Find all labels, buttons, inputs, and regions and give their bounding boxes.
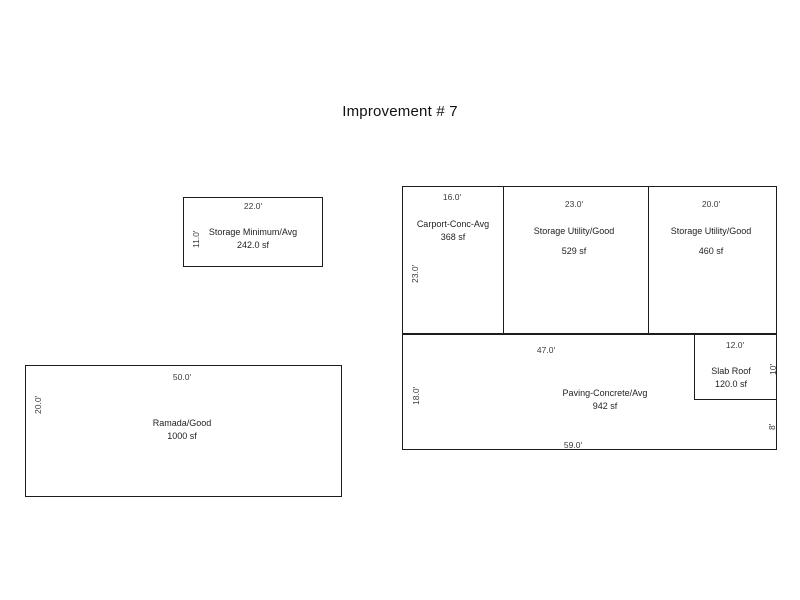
storage529-area: 529 sf — [561, 246, 587, 256]
carport-label-block: Carport-Conc-Avg 368 sf — [417, 218, 489, 244]
paving-area: 942 sf — [592, 401, 618, 411]
storage-minimum-avg-area: 242.0 sf — [236, 240, 270, 250]
divider-carport-storage529 — [503, 186, 505, 334]
ramada-area: 1000 sf — [167, 431, 197, 441]
storage529-label-block: Storage Utility/Good 529 sf — [534, 225, 615, 258]
slab-roof-right-dimension: 10' — [768, 363, 778, 375]
page-title: Improvement # 7 — [342, 103, 458, 120]
storage460-top-dimension: 20.0' — [701, 199, 721, 209]
storage529-top-dimension: 23.0' — [564, 199, 584, 209]
carport-left-dimension: 23.0' — [410, 264, 420, 283]
storage460-area: 460 sf — [698, 246, 724, 256]
paving-top-dimension: 47.0' — [536, 345, 556, 355]
storage-minimum-avg-name: Storage Minimum/Avg — [208, 227, 298, 237]
paving-right-dimension: 8' — [767, 423, 777, 430]
slab-roof-label-block: Slab Roof 120.0 sf — [711, 365, 751, 391]
storage529-name: Storage Utility/Good — [533, 226, 615, 236]
paving-left-dimension: 18.0' — [411, 386, 421, 405]
storage-minimum-avg-left-dimension: 11.0' — [191, 230, 201, 248]
slab-roof-top-dimension: 12.0' — [725, 340, 745, 350]
carport-area: 368 sf — [440, 232, 466, 242]
storage-minimum-avg-label-block: Storage Minimum/Avg 242.0 sf — [209, 226, 297, 252]
ramada-left-dimension: 20.0' — [33, 395, 43, 414]
ramada-label-block: Ramada/Good 1000 sf — [153, 417, 212, 443]
carport-name: Carport-Conc-Avg — [416, 219, 490, 229]
carport-top-dimension: 16.0' — [442, 192, 462, 202]
paving-name: Paving-Concrete/Avg — [562, 388, 648, 398]
ramada-name: Ramada/Good — [152, 418, 212, 428]
upper-band-outline — [402, 186, 777, 334]
storage460-label-block: Storage Utility/Good 460 sf — [671, 225, 752, 258]
slab-roof-area: 120.0 sf — [714, 379, 748, 389]
paving-label-block: Paving-Concrete/Avg 942 sf — [563, 387, 648, 413]
ramada-top-dimension: 50.0' — [172, 372, 192, 382]
divider-storage529-storage460 — [648, 186, 650, 334]
shape-ramada-good — [25, 365, 342, 497]
storage460-name: Storage Utility/Good — [670, 226, 752, 236]
storage-minimum-avg-top-dimension: 22.0' — [243, 201, 263, 211]
paving-bottom-dimension: 59.0' — [563, 440, 583, 450]
shape-slab-roof — [694, 334, 777, 400]
shape-storage-minimum-avg — [183, 197, 323, 267]
slab-roof-name: Slab Roof — [711, 366, 751, 376]
